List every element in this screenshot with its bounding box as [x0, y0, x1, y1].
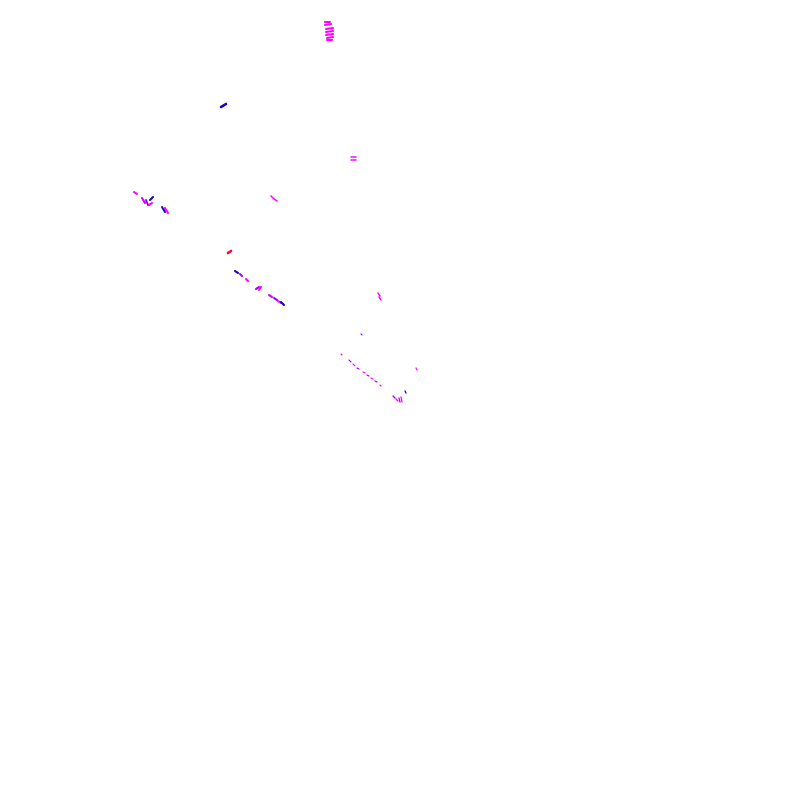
center-small-stroke — [270, 195, 278, 202]
top-magenta-stroke — [325, 33, 334, 36]
left-cluster-stroke — [148, 202, 153, 206]
end-mark — [404, 390, 407, 394]
lower-dot — [340, 353, 343, 356]
right-mid-stroke — [377, 292, 382, 301]
lower-dot — [362, 371, 366, 374]
left-cluster-stroke — [164, 207, 169, 214]
end-mark — [400, 396, 403, 403]
lower-diagonal-dots — [340, 333, 418, 387]
lower-dot — [370, 377, 374, 380]
red-dot — [226, 249, 233, 255]
lower-dot — [352, 363, 356, 367]
trail-stroke — [273, 297, 278, 301]
bottom-right-end-marks — [392, 390, 407, 403]
top-magenta-stroke — [325, 27, 334, 30]
trail-stroke — [255, 286, 260, 290]
top-magenta-stroke — [326, 36, 334, 39]
lower-dot — [415, 367, 418, 371]
trail-stroke — [280, 301, 285, 306]
top-magenta-stroke — [324, 23, 332, 26]
trail-stroke — [268, 294, 273, 298]
top-magenta-cluster — [324, 21, 334, 41]
trail-stroke — [245, 278, 249, 282]
end-mark — [398, 397, 401, 403]
magenta-pair-center-top — [350, 156, 357, 161]
lower-dot — [348, 359, 352, 363]
left-cluster-stroke — [145, 199, 149, 206]
left-cluster-stroke — [141, 197, 146, 204]
left-cluster-strokes — [133, 191, 169, 214]
lower-dot — [356, 367, 360, 370]
left-cluster-stroke — [133, 191, 138, 195]
left-cluster-stroke — [161, 206, 166, 213]
end-mark — [392, 395, 396, 399]
blue-stroke-upper-left — [219, 102, 228, 109]
right-mid-line — [378, 296, 382, 301]
center-small-line — [273, 198, 278, 202]
left-cluster-stroke — [149, 196, 154, 201]
lower-dot — [379, 384, 382, 387]
end-mark — [395, 398, 399, 402]
trail-stroke — [239, 273, 243, 277]
lower-dot — [374, 380, 378, 383]
lower-dot — [360, 333, 363, 336]
red-stroke — [226, 249, 233, 255]
lower-dot — [366, 374, 370, 377]
diagonal-trail-strokes — [234, 270, 285, 306]
blue-stroke — [219, 102, 228, 109]
trail-stroke — [234, 270, 239, 274]
right-mid-line — [377, 292, 381, 297]
top-magenta-stroke — [325, 30, 334, 33]
trail-stroke — [258, 286, 262, 291]
